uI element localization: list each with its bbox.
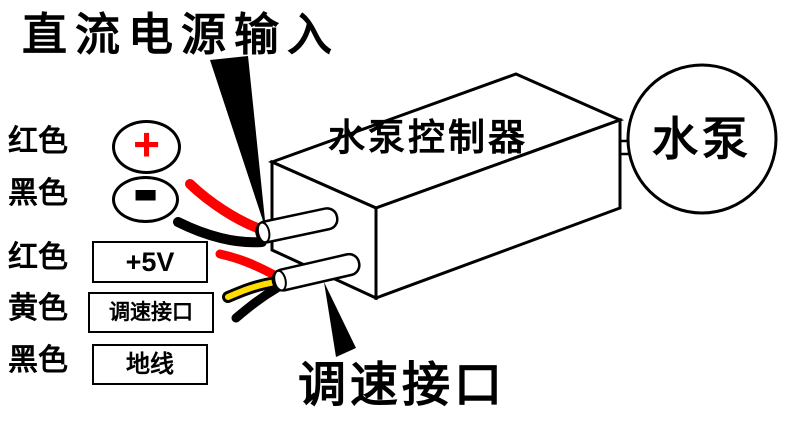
- plus-symbol: +: [133, 118, 160, 170]
- speed-interface-label: 调速接口: [298, 359, 507, 412]
- minus-symbol: −: [133, 142, 158, 249]
- terminal-speed-box: 调速接口: [88, 292, 214, 333]
- power-wire-sleeve: [255, 207, 339, 244]
- speed-interface-arrow: [324, 282, 356, 357]
- controller-box-right-face: [374, 117, 622, 301]
- wire-color-label-ground-black: 黑色: [8, 344, 68, 377]
- terminal-5v-box: +5V: [92, 241, 208, 283]
- black-power-wire: [173, 217, 267, 248]
- wire-color-label-5v-red: 红色: [8, 241, 68, 274]
- signal-wire-sleeve: [271, 252, 361, 292]
- dc-power-input-label: 直流电源输入: [22, 9, 341, 60]
- power-input-arrow: [210, 56, 266, 230]
- plus-terminal-ellipse: +: [112, 120, 181, 174]
- wire-color-label-power-red: 红色: [8, 125, 68, 158]
- pump-label: 水泵: [652, 113, 752, 165]
- controller-label: 水泵控制器: [328, 117, 528, 158]
- red-5v-wire: [215, 249, 281, 281]
- terminal-ground-box: 地线: [92, 344, 208, 385]
- wire-color-label-power-black: 黑色: [8, 177, 68, 210]
- yellow-speed-wire: [225, 279, 279, 300]
- minus-terminal-ellipse: −: [112, 148, 179, 244]
- wire-color-label-speed-yellow: 黄色: [8, 292, 68, 325]
- black-ground-wire: [231, 283, 282, 323]
- red-power-wire: [185, 179, 265, 234]
- pump-circle: [626, 63, 778, 215]
